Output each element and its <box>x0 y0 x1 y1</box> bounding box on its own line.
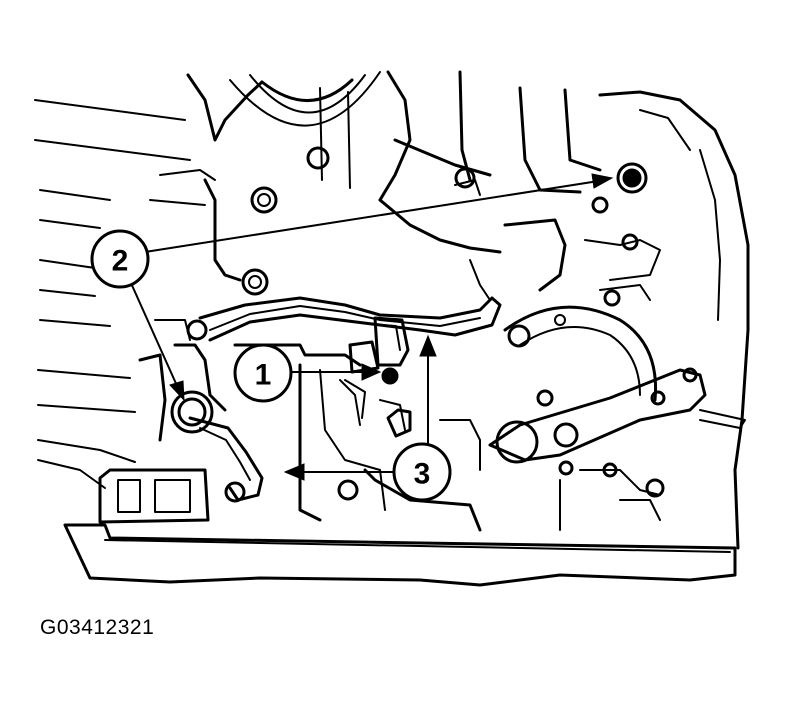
callout-3-label: 3 <box>414 458 431 491</box>
callout-3: 3 <box>392 442 452 502</box>
callout-2-label: 2 <box>112 245 129 278</box>
callout-1: 1 <box>233 343 293 403</box>
fluid-tube <box>170 296 502 503</box>
connector-component <box>344 316 412 438</box>
callout-1-label: 1 <box>255 359 272 392</box>
leader-lines <box>125 173 614 481</box>
bolts <box>186 146 698 501</box>
callout-2: 2 <box>90 229 150 289</box>
engine-housing-linework <box>34 70 750 587</box>
figure-id-label: G03412321 <box>40 616 155 639</box>
